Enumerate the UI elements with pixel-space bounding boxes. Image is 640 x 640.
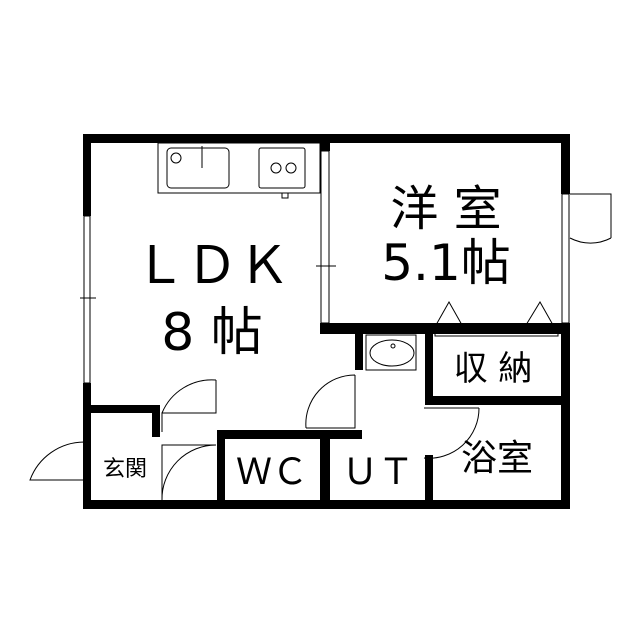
closet-doors — [434, 300, 559, 337]
ut-label: ＵＴ — [342, 452, 414, 493]
ldk-size: 8 帖 — [161, 303, 263, 363]
wc-label: ＷＣ — [236, 452, 308, 493]
washbasin — [365, 334, 417, 371]
bath-label: 浴室 — [461, 438, 533, 479]
walls — [83, 134, 570, 509]
doors[interactable] — [29, 193, 612, 501]
western-room-size: 5.1帖 — [381, 234, 511, 292]
storage-label: 収 納 — [454, 349, 533, 389]
windows — [80, 150, 570, 384]
entrance-label: 玄関 — [103, 457, 147, 482]
western-room-label: 洋 室 — [390, 181, 501, 237]
kitchen-counter — [157, 142, 321, 199]
ldk-label: ＬＤＫ — [134, 236, 290, 296]
